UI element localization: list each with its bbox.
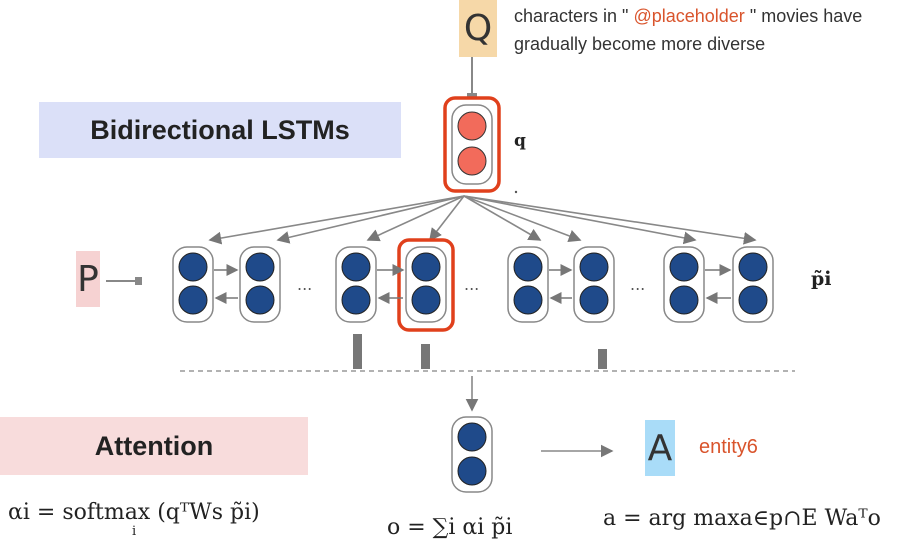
passage-cell-highlighted xyxy=(397,238,455,332)
passage-cell xyxy=(663,246,705,323)
q-node-circle-top xyxy=(457,111,487,141)
question-text-before: characters in " xyxy=(514,6,629,26)
passage-cell xyxy=(573,246,615,323)
q-node-circle-bottom xyxy=(457,146,487,176)
output-node xyxy=(451,416,493,493)
alpha-equation-text: αi = softmax (qᵀWs p̃i) xyxy=(8,500,260,525)
passage-cell xyxy=(732,246,774,323)
passage-cells xyxy=(172,238,774,332)
q-node-highlight xyxy=(443,96,501,193)
passage-cell xyxy=(172,246,214,323)
attention-weight-bar xyxy=(353,334,362,369)
entity-label: entity6 xyxy=(699,436,758,458)
bidirectional-lstms-banner: Bidirectional LSTMs xyxy=(39,102,401,158)
alpha-equation: αi = softmax (qᵀWs p̃i) i xyxy=(8,500,260,539)
passage-cell xyxy=(335,246,377,323)
ellipsis-1: ... xyxy=(297,275,312,294)
q-label: q xyxy=(514,131,526,151)
passage-cell xyxy=(507,246,549,323)
placeholder-token: @placeholder xyxy=(633,6,745,26)
output-equation: o = ∑i αi p̃i xyxy=(387,515,513,540)
attention-banner: Attention xyxy=(0,417,308,475)
stray-dot xyxy=(514,190,518,194)
passage-box: P xyxy=(76,251,100,307)
p-tilde-i-label: p̃i xyxy=(811,268,832,290)
passage-cell xyxy=(239,246,281,323)
answer-box: A xyxy=(645,420,675,476)
ellipsis-3: ... xyxy=(630,275,645,294)
alpha-equation-subscript: i xyxy=(132,524,137,539)
q-connector-end xyxy=(467,93,477,99)
ellipsis-2: ... xyxy=(464,275,479,294)
attention-weight-bar xyxy=(598,349,607,369)
question-box: Q xyxy=(459,0,497,57)
fanout-arrows xyxy=(208,195,757,245)
attention-weight-bar xyxy=(421,344,430,369)
bidirectional-arrows xyxy=(214,264,732,304)
p-connector-end xyxy=(135,277,142,285)
question-text-after: " movies have gradually become more dive… xyxy=(514,6,863,54)
question-text: characters in " @placeholder " movies ha… xyxy=(514,2,894,58)
answer-equation: a = arg maxa∈p∩E Waᵀo xyxy=(603,506,881,531)
